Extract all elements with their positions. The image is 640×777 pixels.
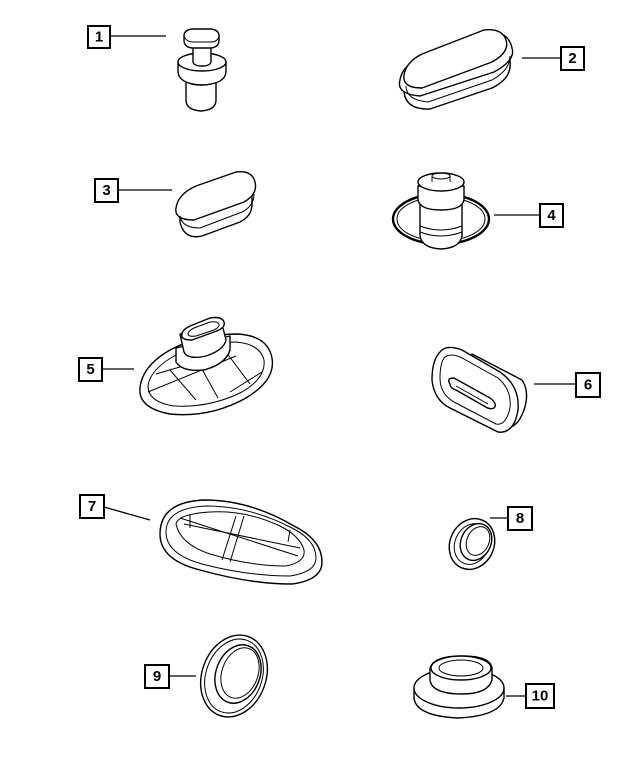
part-9-round-grommet-ring-icon — [199, 634, 269, 718]
part-1-push-pin-plug-icon — [177, 28, 227, 112]
part-8-round-grommet-small-icon — [448, 517, 496, 571]
callout-label: 1 — [95, 29, 103, 46]
part-6-slotted-grommet-icon — [431, 346, 528, 433]
callout-label: 6 — [584, 377, 592, 394]
callout-8[interactable]: 8 — [507, 506, 533, 531]
callout-label: 4 — [547, 207, 556, 224]
callout-label: 2 — [568, 50, 576, 67]
callout-label: 9 — [153, 668, 161, 685]
part-2-oval-plug-large-icon — [398, 29, 514, 110]
part-4-flanged-plug-icon — [391, 172, 491, 250]
callout-label: 5 — [86, 361, 94, 378]
callout-label: 8 — [516, 510, 524, 527]
callout-10[interactable]: 10 — [525, 683, 555, 709]
part-3-oval-plug-small-icon — [175, 171, 257, 238]
callout-9[interactable]: 9 — [144, 664, 170, 689]
callout-2[interactable]: 2 — [560, 46, 585, 71]
callout-3[interactable]: 3 — [94, 178, 119, 203]
callout-5[interactable]: 5 — [78, 357, 103, 382]
part-10-round-grommet-stepped-icon — [413, 655, 505, 719]
callout-1[interactable]: 1 — [87, 25, 111, 49]
callout-7[interactable]: 7 — [79, 494, 105, 519]
callout-label: 7 — [88, 498, 96, 515]
part-7-ribbed-oval-plug-icon — [159, 499, 323, 585]
callout-6[interactable]: 6 — [575, 372, 601, 398]
callout-4[interactable]: 4 — [539, 203, 564, 228]
callout-label: 3 — [102, 182, 110, 199]
part-5-oval-grommet-with-tube-icon — [139, 316, 274, 416]
leader-7 — [103, 506, 151, 521]
callout-label: 10 — [532, 688, 549, 705]
leader-lines — [102, 35, 576, 697]
